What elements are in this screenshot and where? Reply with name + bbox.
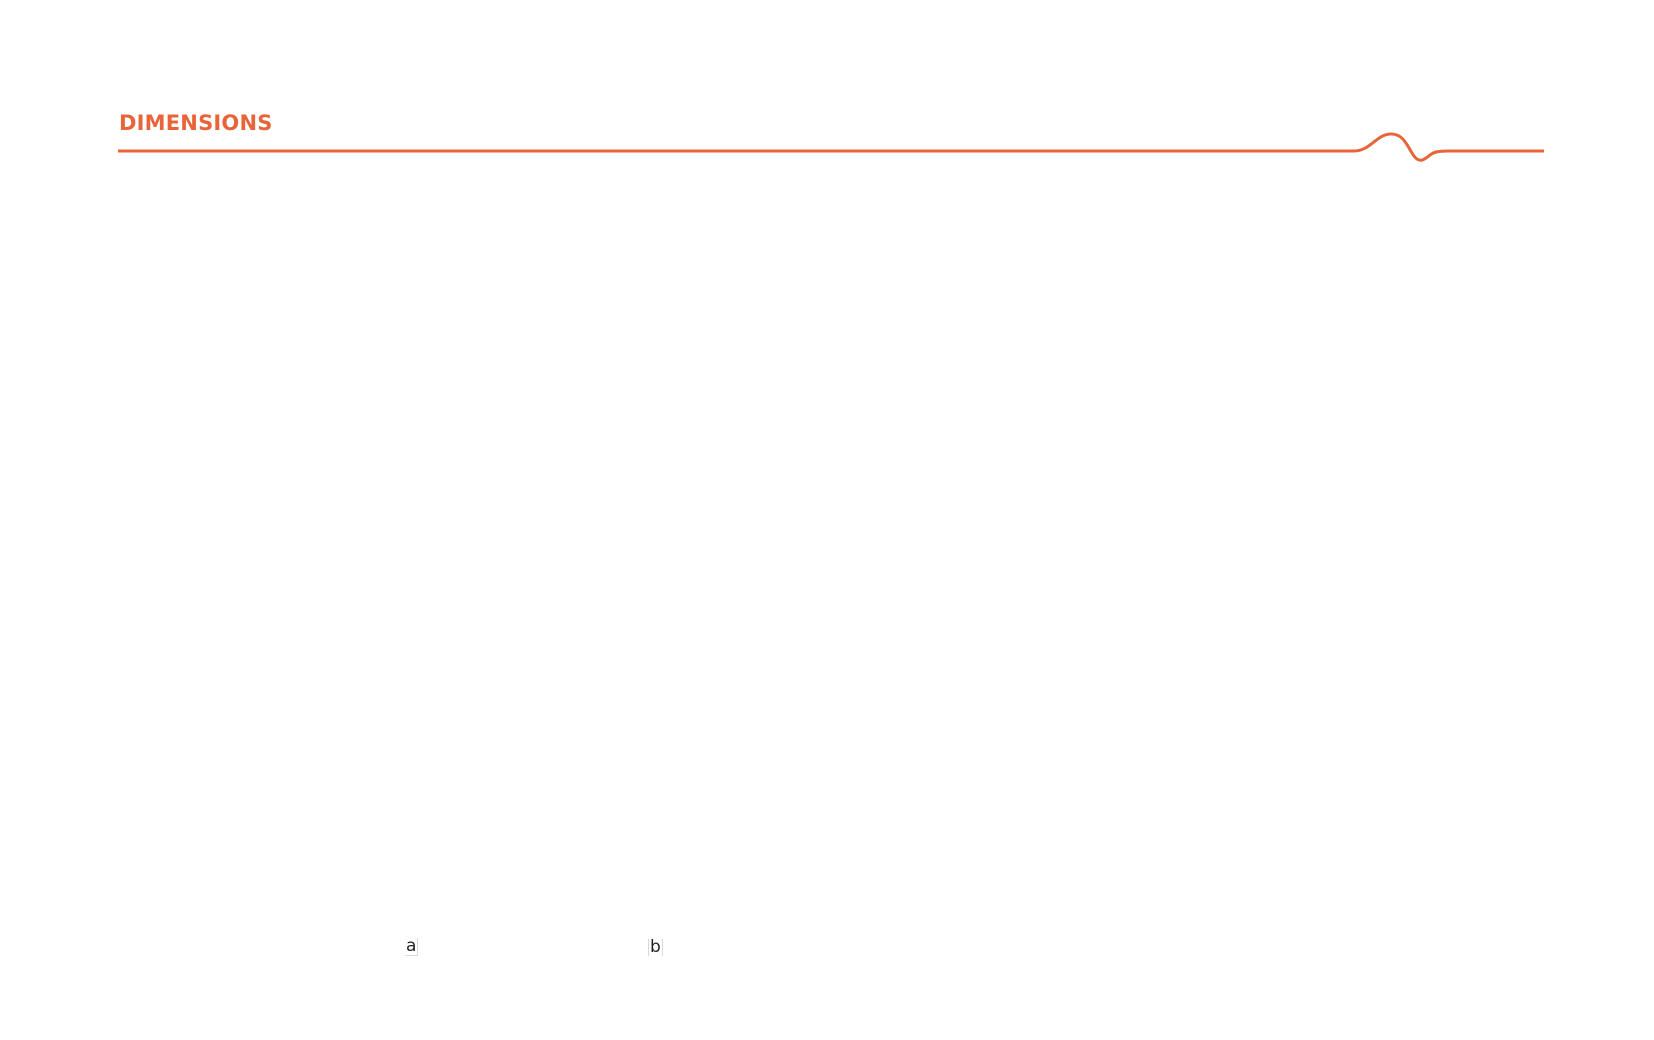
header-rule-line [118,132,1544,162]
section-title: DIMENSIONS [119,111,273,135]
callout-label-a: a [405,936,419,956]
callout-label-b: b [648,937,663,957]
header-rule-wave [118,132,1544,162]
